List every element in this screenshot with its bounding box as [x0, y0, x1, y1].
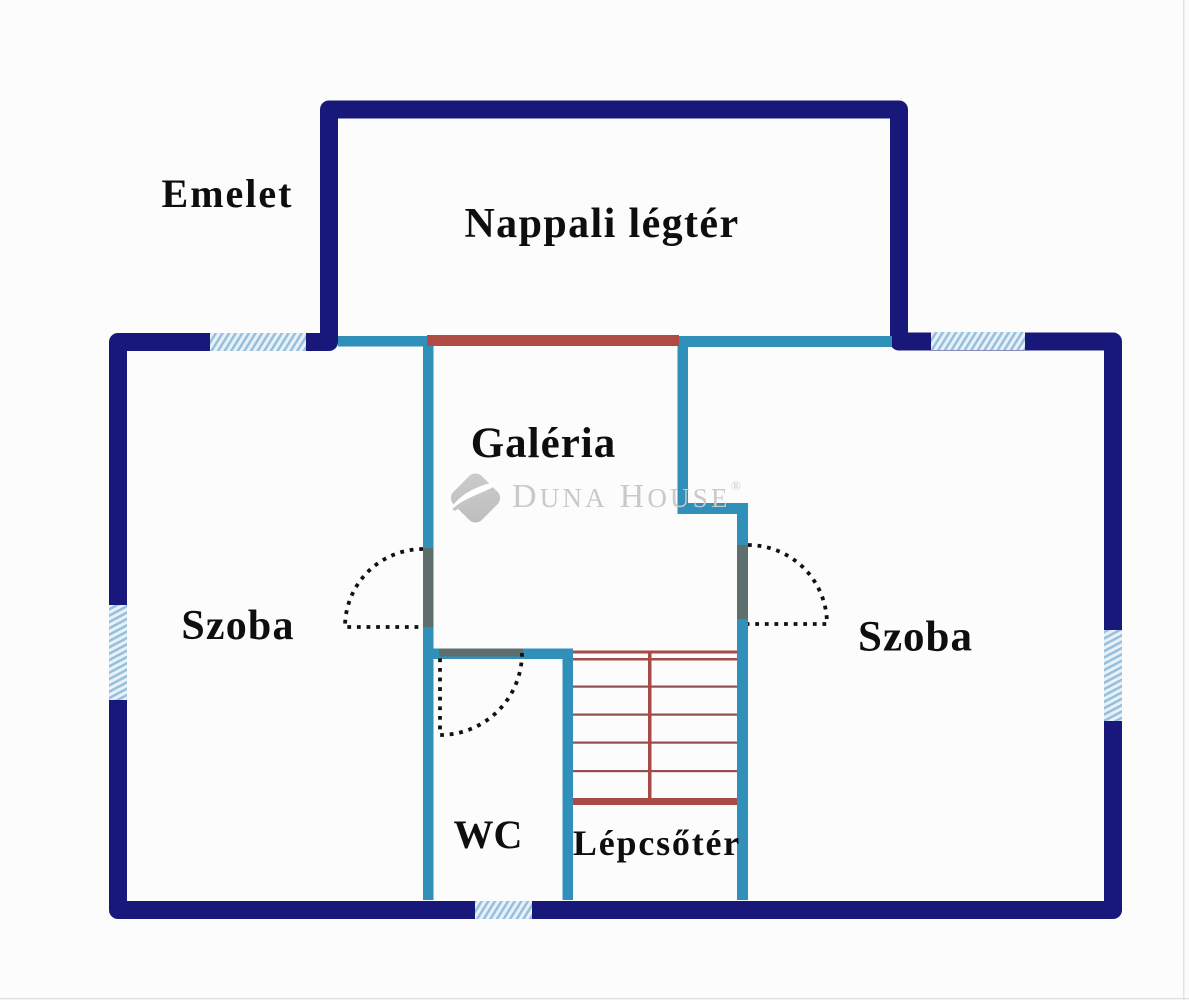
svg-text:®: ®	[731, 478, 741, 493]
svg-text:Emelet: Emelet	[162, 171, 294, 216]
svg-text:Nappali légtér: Nappali légtér	[464, 201, 739, 247]
svg-text:Szoba: Szoba	[858, 614, 973, 661]
svg-text:Galéria: Galéria	[471, 420, 617, 467]
svg-text:Szoba: Szoba	[181, 603, 294, 649]
svg-text:WC: WC	[454, 812, 523, 857]
svg-text:Lépcsőtér: Lépcsőtér	[573, 823, 741, 863]
svg-text:DUNA HOUSE: DUNA HOUSE	[512, 478, 731, 515]
